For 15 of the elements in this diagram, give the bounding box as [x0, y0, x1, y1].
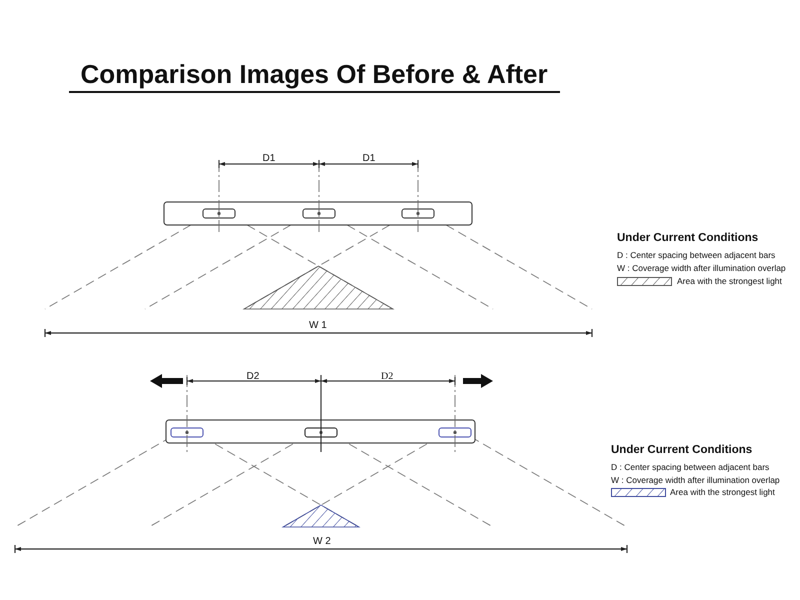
legend-label: Area with the strongest light: [670, 488, 775, 497]
dimension-label: D1: [262, 152, 276, 164]
legend-note: W : Coverage width after illumination overlap: [617, 264, 786, 273]
legend-label: Area with the strongest light: [677, 276, 782, 286]
dimension-label: D2: [246, 370, 260, 382]
dimension-label: W 1: [309, 320, 327, 330]
legend-note: W : Coverage width after illumination overlap: [611, 476, 780, 485]
legend-heading: Under Current Conditions: [617, 232, 758, 244]
legend-heading: Under Current Conditions: [611, 444, 752, 456]
legend-note: D : Center spacing between adjacent bars: [617, 250, 776, 260]
legend-note: D : Center spacing between adjacent bars: [611, 462, 770, 472]
dimension-label: W 2: [313, 536, 331, 546]
dimension-label: D1: [362, 152, 376, 164]
diagram-title: Comparison Images Of Before & After: [68, 60, 560, 93]
dimension-label: D2: [381, 370, 394, 382]
